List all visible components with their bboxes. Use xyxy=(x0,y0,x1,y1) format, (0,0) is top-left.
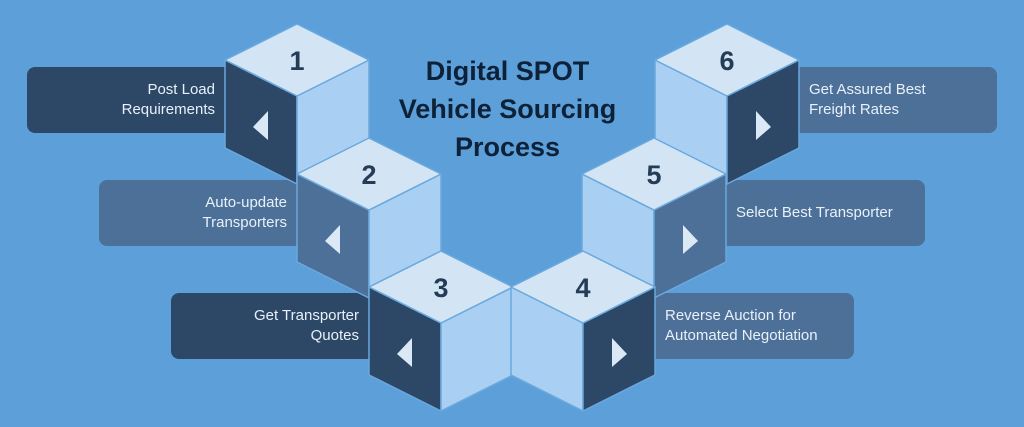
left-triangle-icon xyxy=(253,111,268,140)
step-3-label-line2: Quotes xyxy=(310,327,359,344)
step-4-cube: 4 xyxy=(510,250,656,412)
step-6-label: Get Assured Best Freight Rates xyxy=(809,80,926,120)
title-line2: Vehicle Sourcing xyxy=(398,94,617,124)
step-5-number: 5 xyxy=(646,160,661,190)
step-2-cube-top-face xyxy=(296,137,442,211)
step-4-number: 4 xyxy=(575,273,590,303)
title-line1: Digital SPOT xyxy=(425,56,590,86)
step-6-cube-top-face xyxy=(654,23,800,97)
step-2-label: Auto-update Transporters xyxy=(203,193,287,233)
step-1-label-line2: Requirements xyxy=(121,101,215,118)
step-5-label: Select Best Transporter xyxy=(736,203,893,223)
step-4-label: Reverse Auction for Automated Negotiatio… xyxy=(665,306,818,346)
right-triangle-icon xyxy=(683,225,698,254)
step-3-label-line1: Get Transporter xyxy=(253,307,359,324)
step-4-banner: Reverse Auction for Automated Negotiatio… xyxy=(612,293,854,359)
step-1-label-line1: Post Load xyxy=(147,81,215,98)
left-triangle-icon xyxy=(397,338,412,367)
step-4-label-line2: Automated Negotiation xyxy=(665,327,818,344)
step-5-cube-top-face xyxy=(581,137,727,211)
step-1-cube: 1 xyxy=(224,23,370,185)
step-1-label: Post Load Requirements xyxy=(122,80,215,120)
page-title: Digital SPOT Vehicle Sourcing Process xyxy=(395,52,620,166)
step-1-cube-top-face xyxy=(224,23,370,97)
step-4-cube-top-face xyxy=(510,250,656,324)
right-triangle-icon xyxy=(612,338,627,367)
step-6-number: 6 xyxy=(719,46,734,76)
step-5-cube: 5 xyxy=(581,137,727,299)
step-3-number: 3 xyxy=(433,273,448,303)
step-3-cube-top-face xyxy=(368,250,514,324)
step-2-number: 2 xyxy=(361,160,376,190)
step-1-number: 1 xyxy=(289,46,304,76)
left-triangle-icon xyxy=(325,225,340,254)
step-6-label-line1: Get Assured Best xyxy=(809,81,926,98)
step-2-label-line2: Transporters xyxy=(202,214,287,231)
title-line3: Process xyxy=(454,132,561,162)
step-2-label-line1: Auto-update xyxy=(205,194,287,211)
right-triangle-icon xyxy=(756,111,771,140)
step-3-label: Get Transporter Quotes xyxy=(254,306,359,346)
step-4-label-line1: Reverse Auction for xyxy=(665,307,796,324)
step-6-label-line2: Freight Rates xyxy=(809,101,900,118)
step-5-label-line1: Select Best Transporter xyxy=(736,204,893,221)
step-3-cube: 3 xyxy=(368,250,514,412)
